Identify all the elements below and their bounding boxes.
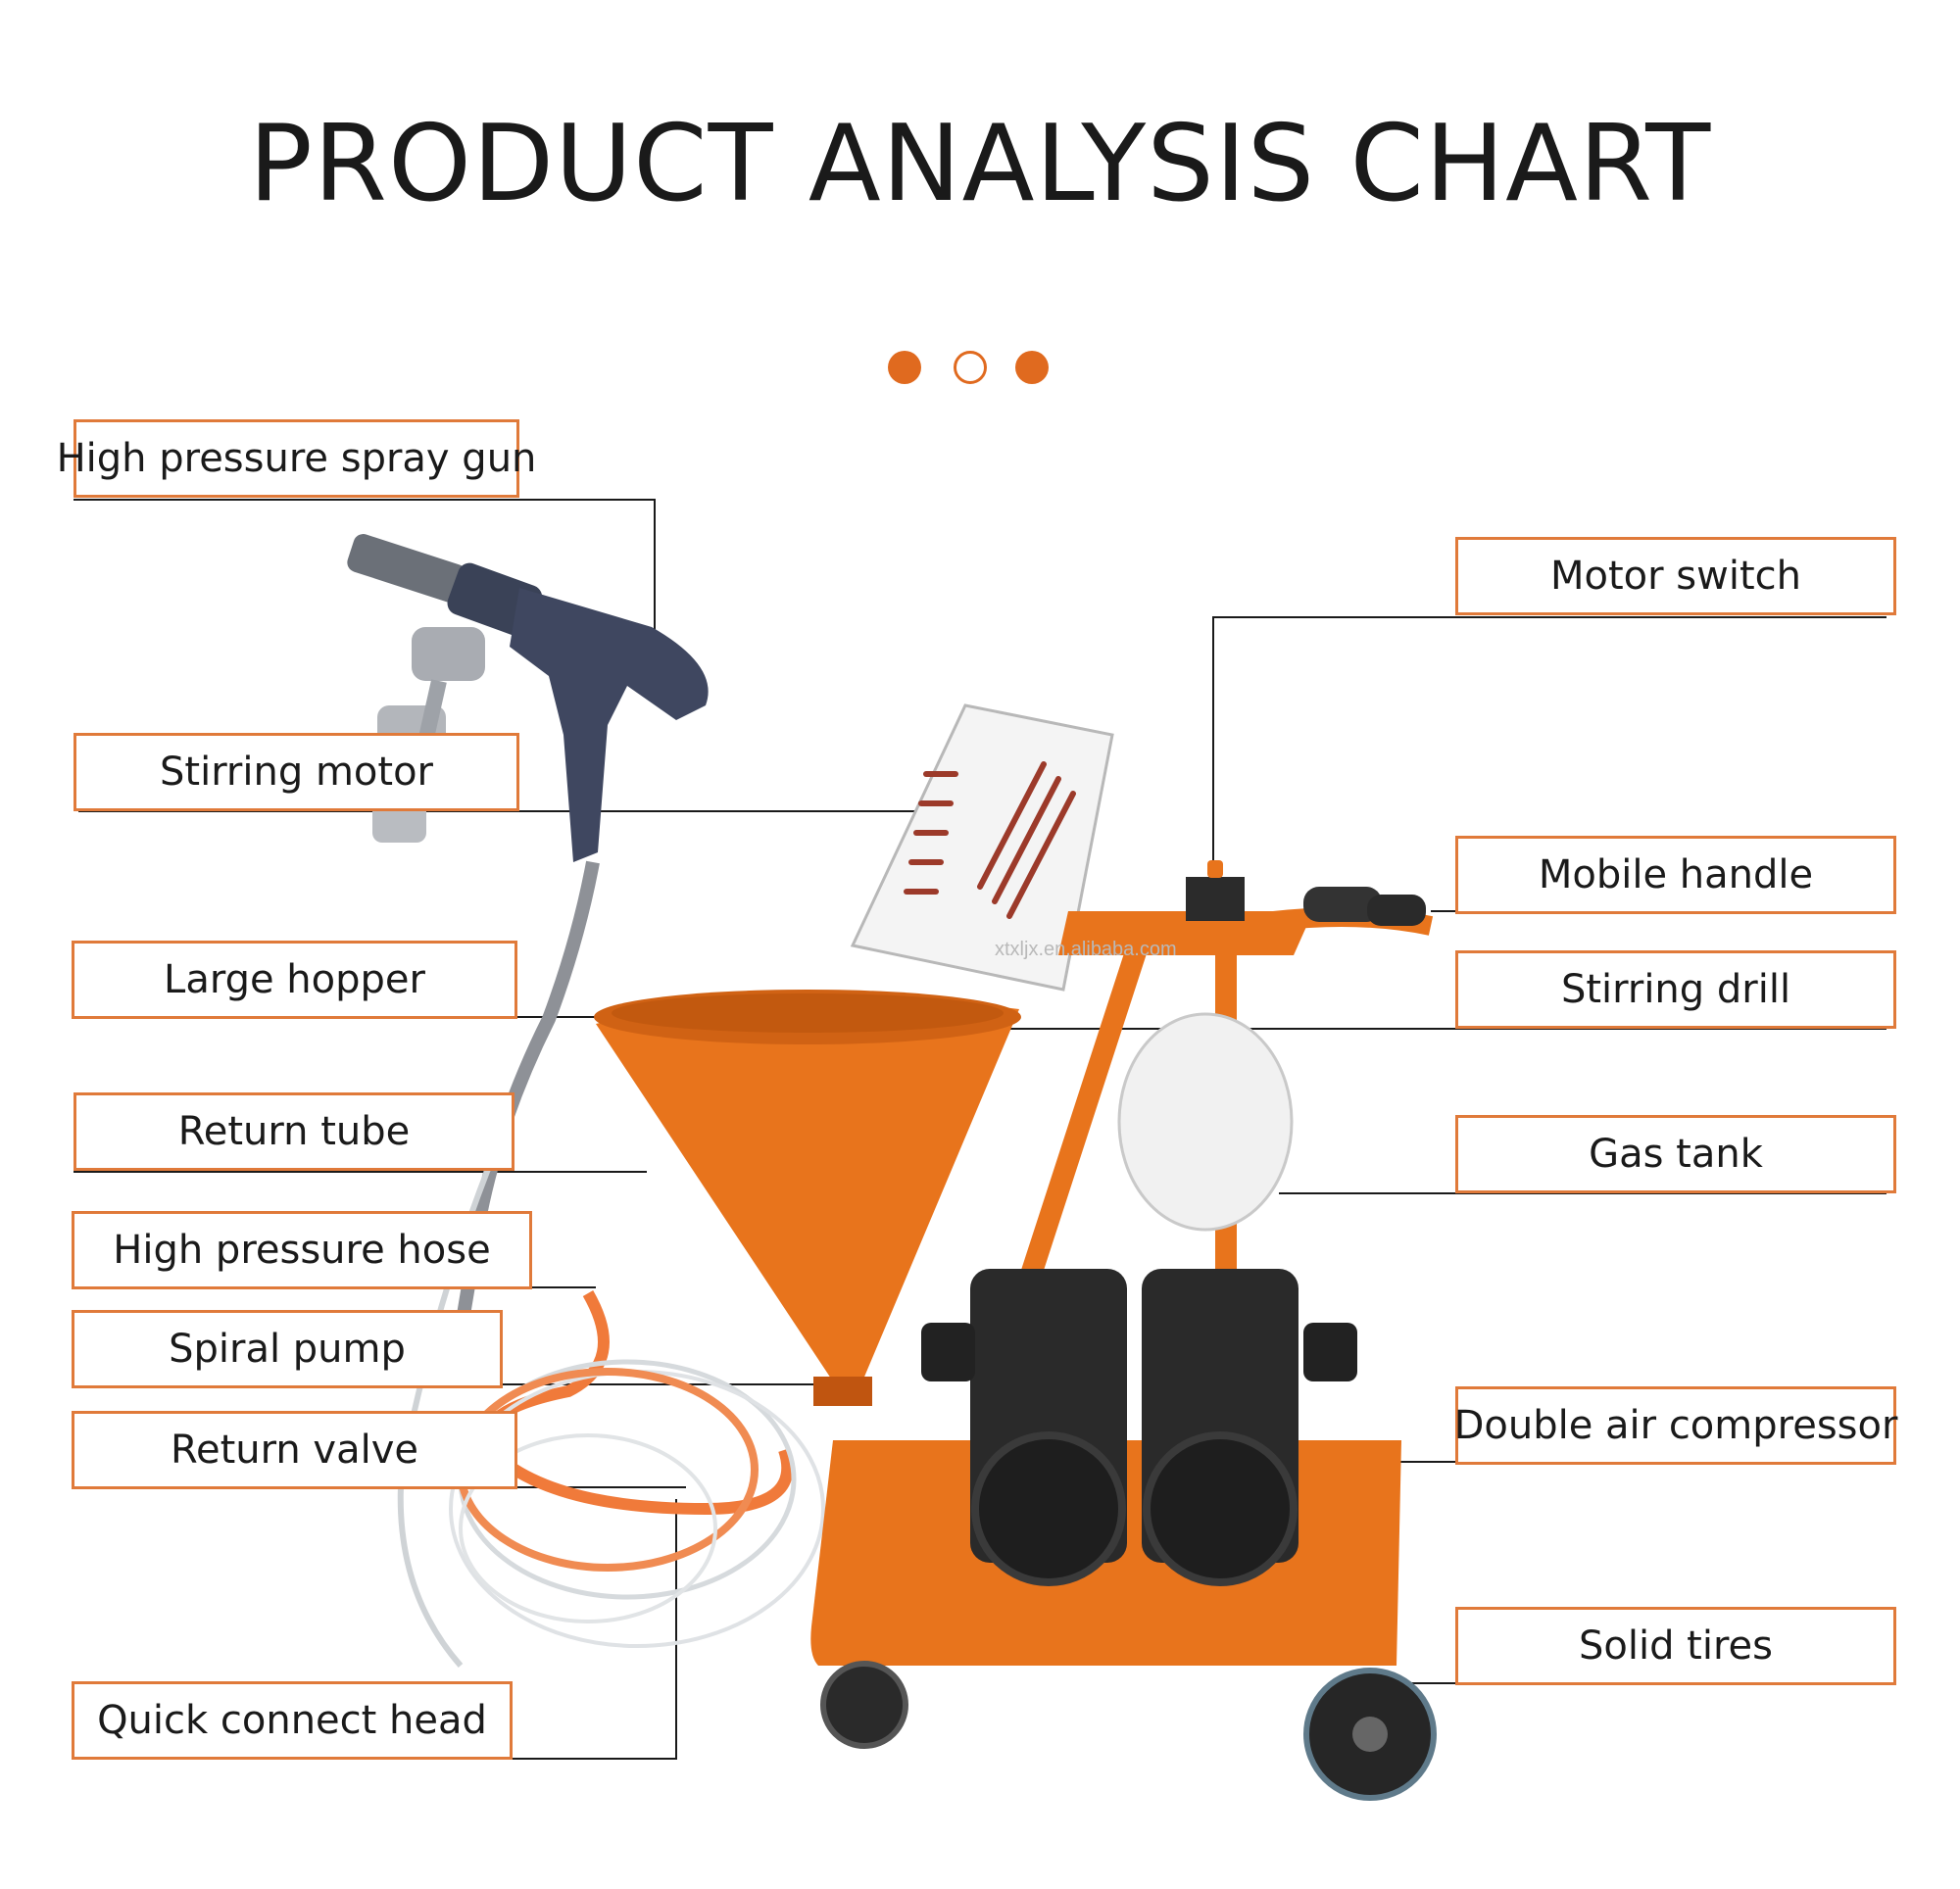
label-motor-switch: Motor switch bbox=[1455, 537, 1896, 615]
label-gas-tank: Gas tank bbox=[1455, 1115, 1896, 1193]
double-air-compressor-icon bbox=[921, 1269, 1357, 1586]
label-mobile-handle: Mobile handle bbox=[1455, 836, 1896, 914]
label-high-pressure-hose: High pressure hose bbox=[72, 1211, 532, 1289]
large-hopper-icon bbox=[594, 990, 1021, 1406]
decorative-dot-2 bbox=[954, 351, 987, 384]
label-large-hopper: Large hopper bbox=[72, 941, 517, 1019]
label-stirring-drill: Stirring drill bbox=[1455, 950, 1896, 1029]
label-spiral-pump: Spiral pump bbox=[72, 1310, 503, 1388]
label-high-pressure-spray-gun: High pressure spray gun bbox=[57, 419, 536, 498]
solid-tires-icon bbox=[820, 1661, 1437, 1801]
leader-motor-switch bbox=[1212, 616, 1886, 867]
label-stirring-motor: Stirring motor bbox=[74, 733, 519, 811]
stirring-motor-cover-icon bbox=[850, 703, 1114, 992]
leader-spray-gun bbox=[74, 499, 656, 676]
label-solid-tires: Solid tires bbox=[1455, 1607, 1896, 1685]
gas-tank-icon bbox=[1117, 1012, 1294, 1232]
label-double-air-compressor: Double air compressor bbox=[1454, 1386, 1897, 1465]
label-return-tube: Return tube bbox=[74, 1092, 514, 1171]
watermark: xtxljx.en.alibaba.com bbox=[995, 939, 1177, 960]
decorative-dot-3 bbox=[1015, 351, 1049, 384]
label-return-valve: Return valve bbox=[72, 1411, 517, 1489]
page-title: PRODUCT ANALYSIS CHART bbox=[248, 103, 1712, 225]
decorative-dot-1 bbox=[888, 351, 921, 384]
label-quick-connect-head: Quick connect head bbox=[72, 1681, 513, 1760]
